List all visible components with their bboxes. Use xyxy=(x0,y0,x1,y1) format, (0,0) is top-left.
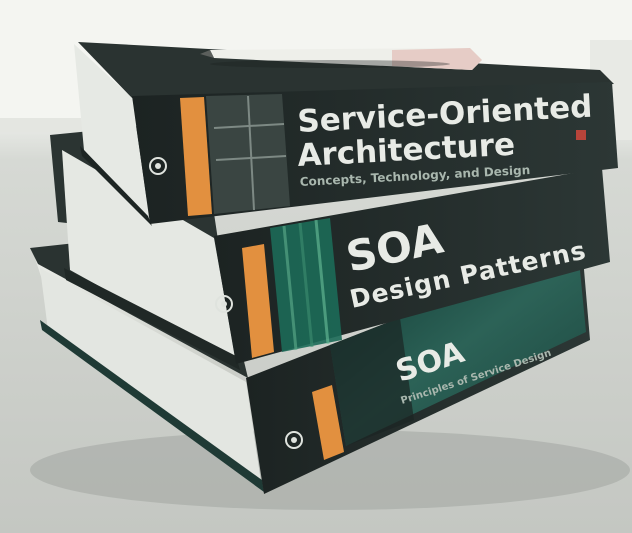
book-top-accent xyxy=(180,97,212,216)
publisher-mark-icon xyxy=(576,130,586,140)
pen-grip xyxy=(392,48,482,70)
book-middle-logo-icon xyxy=(215,295,233,313)
book-top-artwork-lines xyxy=(213,95,287,211)
stack-shadow xyxy=(30,430,630,510)
book-bottom-logo-icon xyxy=(285,431,303,449)
pen-shadow xyxy=(210,60,450,68)
book-bottom-page-edge xyxy=(40,268,262,488)
book-bottom-accent xyxy=(312,385,344,460)
book-top: Service-Oriented Architecture Concepts, … xyxy=(74,42,618,226)
book-top-page-edge xyxy=(74,44,150,222)
book-middle-page-edge xyxy=(62,150,236,362)
pen-tip xyxy=(200,50,214,58)
book-bottom-bottom-cover xyxy=(40,320,264,492)
book-middle-artwork-stripes xyxy=(282,219,330,351)
pen xyxy=(200,48,482,70)
book-middle-accent xyxy=(242,244,274,358)
book-top-logo-icon xyxy=(149,157,167,175)
book-bottom-dark-band xyxy=(330,318,414,446)
book-middle-bottom-cover xyxy=(64,268,240,370)
book-top-bottom-cover xyxy=(80,146,152,226)
